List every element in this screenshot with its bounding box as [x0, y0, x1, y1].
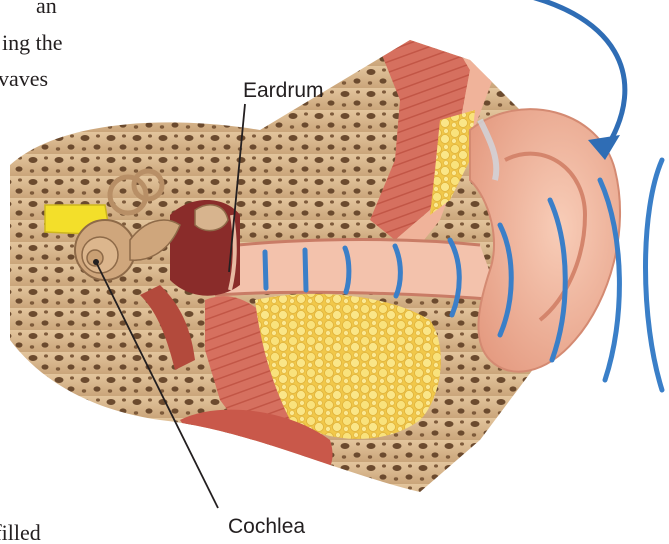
label-cochlea: Cochlea [228, 515, 305, 539]
label-eardrum: Eardrum [243, 79, 324, 103]
